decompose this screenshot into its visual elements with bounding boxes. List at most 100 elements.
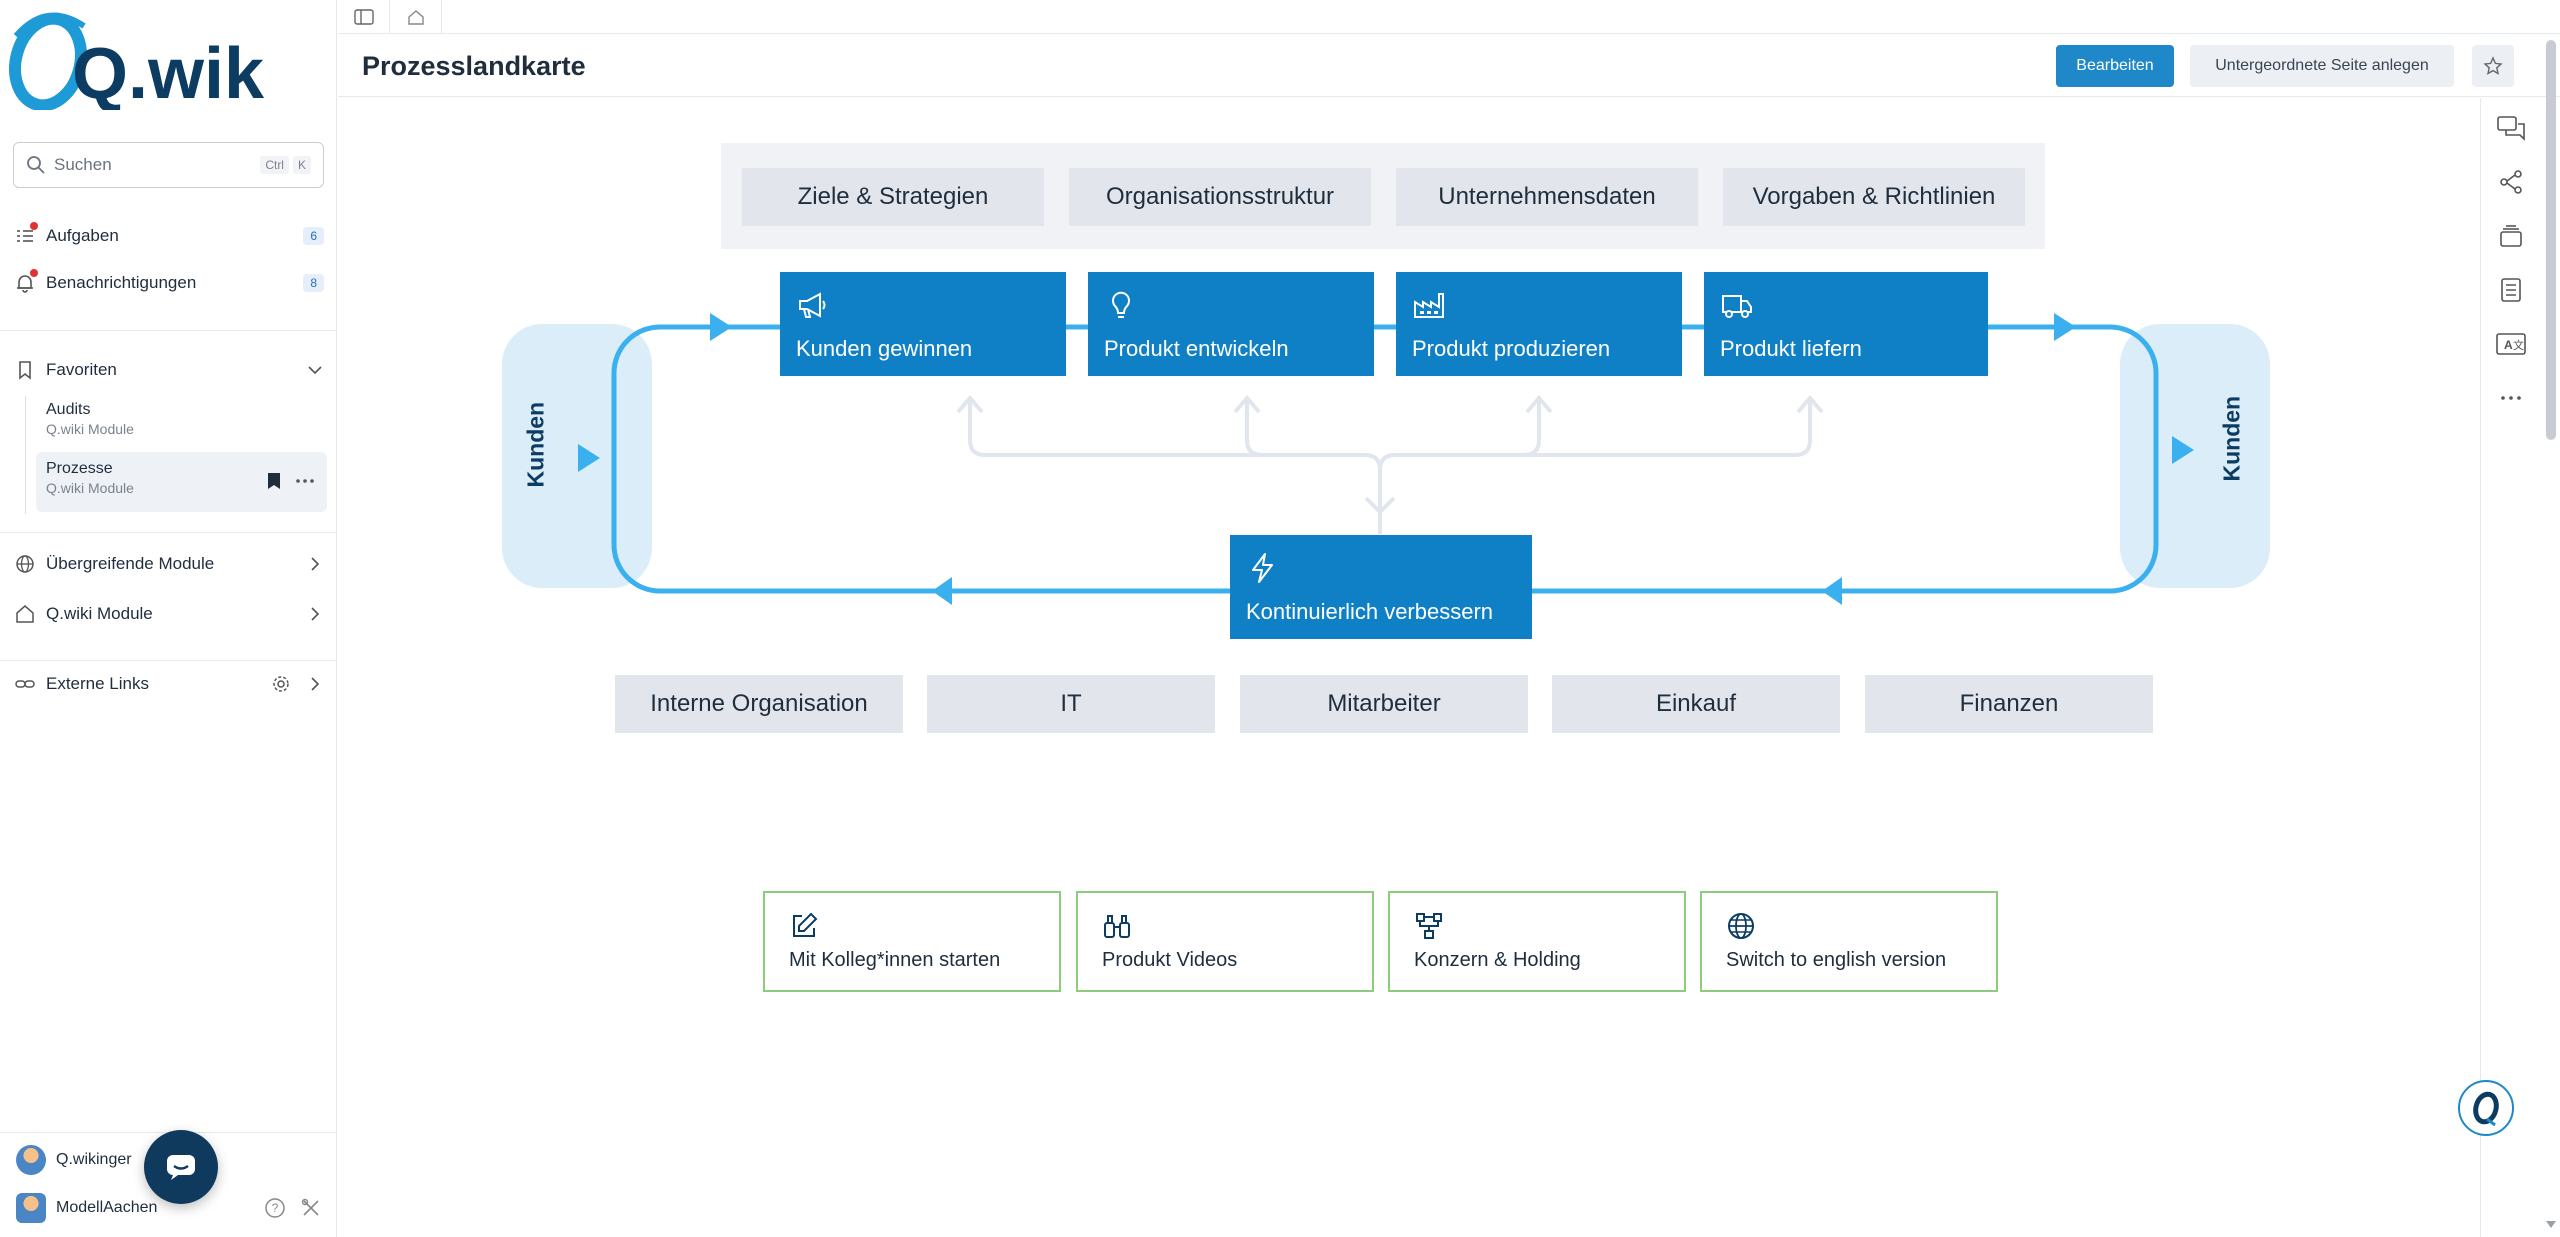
favorite-item-audits[interactable]: Audits Q.wiki Module <box>36 393 327 453</box>
org-chart-icon <box>1416 913 1442 939</box>
sidebar-item-notifications[interactable]: Benachrichtigungen 8 <box>14 263 324 303</box>
search-icon <box>27 156 45 174</box>
more-icon <box>2501 396 2521 400</box>
gear-icon[interactable] <box>272 675 290 693</box>
flow-arrow <box>1822 577 1842 605</box>
divider <box>0 330 337 331</box>
chevron-right-icon <box>311 607 320 621</box>
qwiki-logo[interactable]: Q.wiki <box>6 6 266 110</box>
management-process-guidelines[interactable]: Vorgaben & Richtlinien <box>1723 168 2025 226</box>
favorite-subtitle: Q.wiki Module <box>46 480 134 496</box>
sidebar-item-cross-modules[interactable]: Übergreifende Module <box>14 544 324 584</box>
more-icon[interactable] <box>295 478 315 484</box>
more-options-button[interactable] <box>2493 380 2529 416</box>
help-icon[interactable]: ? <box>264 1197 286 1219</box>
search-box[interactable]: Suchen Ctrl K <box>13 142 324 188</box>
megaphone-icon <box>799 292 826 318</box>
versions-button[interactable] <box>2493 218 2529 254</box>
process-label: Produkt entwickeln <box>1104 336 1289 361</box>
sidebar-toggle-button[interactable] <box>338 0 390 34</box>
support-process-purchasing[interactable]: Einkauf <box>1552 675 1840 733</box>
truck-icon <box>1722 295 1752 318</box>
avatar <box>16 1145 46 1175</box>
favorite-subtitle: Q.wiki Module <box>46 421 134 437</box>
sidebar: Q.wiki Suchen Ctrl K Aufgaben 6 Benachri… <box>0 0 337 1237</box>
page-info-button[interactable] <box>2493 272 2529 308</box>
flow-arrow <box>710 313 732 341</box>
sidebar-item-label: Übergreifende Module <box>46 554 215 573</box>
link-product-videos[interactable]: Produkt Videos <box>1076 891 1374 992</box>
globe-icon <box>1728 913 1754 939</box>
management-process-organisation[interactable]: Organisationsstruktur <box>1069 168 1371 226</box>
breadcrumb-home[interactable] <box>390 0 442 34</box>
user-name: Q.wikinger <box>56 1151 132 1168</box>
support-process-finance[interactable]: Finanzen <box>1865 675 2153 733</box>
support-process-employees[interactable]: Mitarbeiter <box>1240 675 1528 733</box>
bookmark-filled-icon[interactable] <box>267 472 281 490</box>
user-qwikinger[interactable]: Q.wikinger <box>16 1143 132 1177</box>
notifications-count-badge: 8 <box>303 274 324 292</box>
divider <box>0 660 337 661</box>
link-english-version[interactable]: Switch to english version <box>1700 891 1998 992</box>
user-modellaachen[interactable]: ModellAachen <box>16 1191 157 1225</box>
qwiki-assistant-button[interactable] <box>2458 1080 2514 1136</box>
globe-icon <box>14 553 36 575</box>
scrollbar-thumb[interactable] <box>2546 40 2556 440</box>
link-label: Produkt Videos <box>1102 949 1238 971</box>
link-start-with-colleagues[interactable]: Mit Kolleg*innen starten <box>763 891 1061 992</box>
edit-button[interactable]: Bearbeiten <box>2056 45 2174 87</box>
link-group-holding[interactable]: Konzern & Holding <box>1388 891 1686 992</box>
support-process-it[interactable]: IT <box>927 675 1215 733</box>
favorites-toggle[interactable]: Favoriten <box>14 350 324 390</box>
link-label: Mit Kolleg*innen starten <box>789 949 1001 971</box>
management-process-company-data[interactable]: Unternehmensdaten <box>1396 168 1698 226</box>
favorites-label: Favoriten <box>46 360 117 379</box>
core-process-produce-product[interactable]: Produkt produzieren <box>1396 272 1682 376</box>
favorite-button[interactable] <box>2472 45 2514 87</box>
bookmark-icon <box>14 359 36 381</box>
customer-band-right <box>2120 324 2270 588</box>
task-list-icon <box>14 222 38 247</box>
sidebar-item-label: Benachrichtigungen <box>46 273 197 292</box>
link-label: Konzern & Holding <box>1414 949 1581 971</box>
binoculars-icon <box>1104 915 1130 938</box>
create-subpage-button[interactable]: Untergeordnete Seite anlegen <box>2190 45 2454 87</box>
sidebar-item-label: Externe Links <box>46 674 149 693</box>
lightbulb-icon <box>1112 291 1130 318</box>
share-button[interactable] <box>2493 164 2529 200</box>
page-header: Prozesslandkarte Bearbeiten Untergeordne… <box>338 35 2560 97</box>
chat-button[interactable] <box>144 1130 218 1204</box>
flow-arrow <box>2172 436 2194 464</box>
chevron-down-icon <box>308 366 322 375</box>
search-placeholder: Suchen <box>54 155 112 174</box>
management-process-goals[interactable]: Ziele & Strategien <box>742 168 1044 226</box>
process-label: Produkt liefern <box>1720 336 1862 361</box>
comments-button[interactable] <box>2493 110 2529 146</box>
core-process-continuous-improvement[interactable]: Kontinuierlich verbessern <box>1230 535 1532 639</box>
qwiki-q-icon <box>2473 1091 2499 1127</box>
favorite-item-prozesse[interactable]: Prozesse Q.wiki Module <box>36 452 327 512</box>
unread-dot <box>30 222 38 230</box>
shortcut-ctrl: Ctrl <box>260 156 289 174</box>
link-icon <box>14 673 36 695</box>
home-icon <box>14 603 36 625</box>
support-process-internal-organisation[interactable]: Interne Organisation <box>615 675 903 733</box>
core-process-develop-product[interactable]: Produkt entwickeln <box>1088 272 1374 376</box>
process-label: Kontinuierlich verbessern <box>1246 599 1494 624</box>
svg-text:?: ? <box>272 1201 279 1215</box>
scroll-down-arrow-icon[interactable] <box>2544 1218 2558 1230</box>
favorite-title: Prozesse <box>46 460 113 477</box>
sidebar-item-tasks[interactable]: Aufgaben 6 <box>14 216 324 256</box>
sidebar-item-qwiki-modules[interactable]: Q.wiki Module <box>14 594 324 634</box>
tools-icon[interactable] <box>300 1197 322 1219</box>
core-process-deliver-product[interactable]: Produkt liefern <box>1704 272 1988 376</box>
share-icon <box>2500 170 2522 194</box>
sidebar-item-external-links[interactable]: Externe Links <box>14 664 324 704</box>
flow-arrow <box>2054 313 2076 341</box>
layers-icon <box>2500 225 2522 247</box>
core-process-acquire-customers[interactable]: Kunden gewinnen <box>780 272 1066 376</box>
favorites-tree-line <box>25 396 26 514</box>
